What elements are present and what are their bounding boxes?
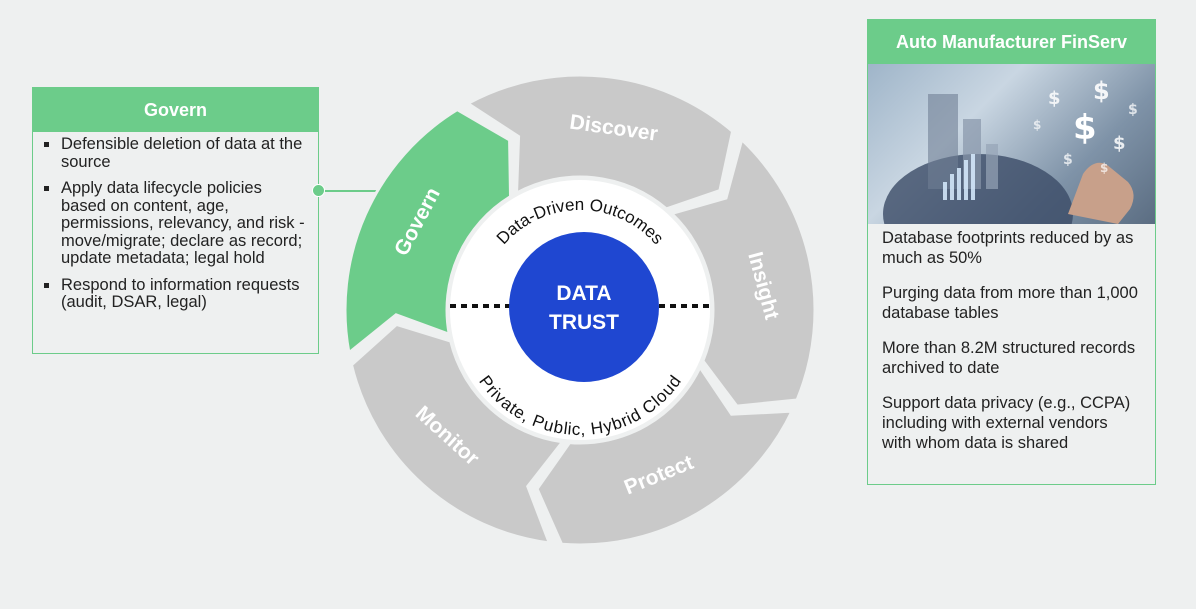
svg-text:$: $ [1048,88,1061,109]
svg-text:$: $ [1093,77,1110,105]
govern-connector-dot [312,184,325,197]
case-study-title: Auto Manufacturer FinServ [868,20,1155,64]
fact-item: Purging data from more than 1,000 databa… [882,284,1138,322]
dollar-signs-hand-icon: $ $ $ $ $ $ $ $ [868,64,1155,224]
center-label-line2: TRUST [549,311,619,334]
cycle-segment-monitor [349,322,566,545]
svg-text:$: $ [1063,152,1073,168]
svg-text:$: $ [1113,133,1126,154]
govern-item: Apply data lifecycle policies based on c… [43,179,310,268]
svg-text:$: $ [1033,118,1041,132]
fact-item: Support data privacy (e.g., CCPA) includ… [882,394,1131,452]
case-study-panel: Auto Manufacturer FinServ $ $ $ [867,19,1156,485]
govern-panel: Govern Defensible deletion of data at th… [32,87,319,354]
govern-panel-title: Govern [33,88,318,132]
fact-item: Database footprints reduced by as much a… [882,229,1134,267]
svg-text:$: $ [1128,102,1138,118]
cycle-segment-govern [343,107,513,356]
case-study-facts: Database footprints reduced by as much a… [868,224,1155,453]
govern-connector-line [319,190,391,192]
govern-list: Defensible deletion of data at the sourc… [33,132,318,312]
svg-text:$: $ [1100,161,1108,175]
center-label-line1: DATA [556,282,611,305]
cycle-segment-discover [464,75,735,211]
svg-text:$: $ [1073,108,1097,148]
cycle-segment-insight [668,136,817,408]
fact-item: More than 8.2M structured records archiv… [882,339,1136,377]
cycle-segment-protect [535,364,795,545]
data-trust-circle [509,232,659,382]
govern-item: Defensible deletion of data at the sourc… [43,135,310,171]
govern-item: Respond to information requests (audit, … [43,276,310,312]
